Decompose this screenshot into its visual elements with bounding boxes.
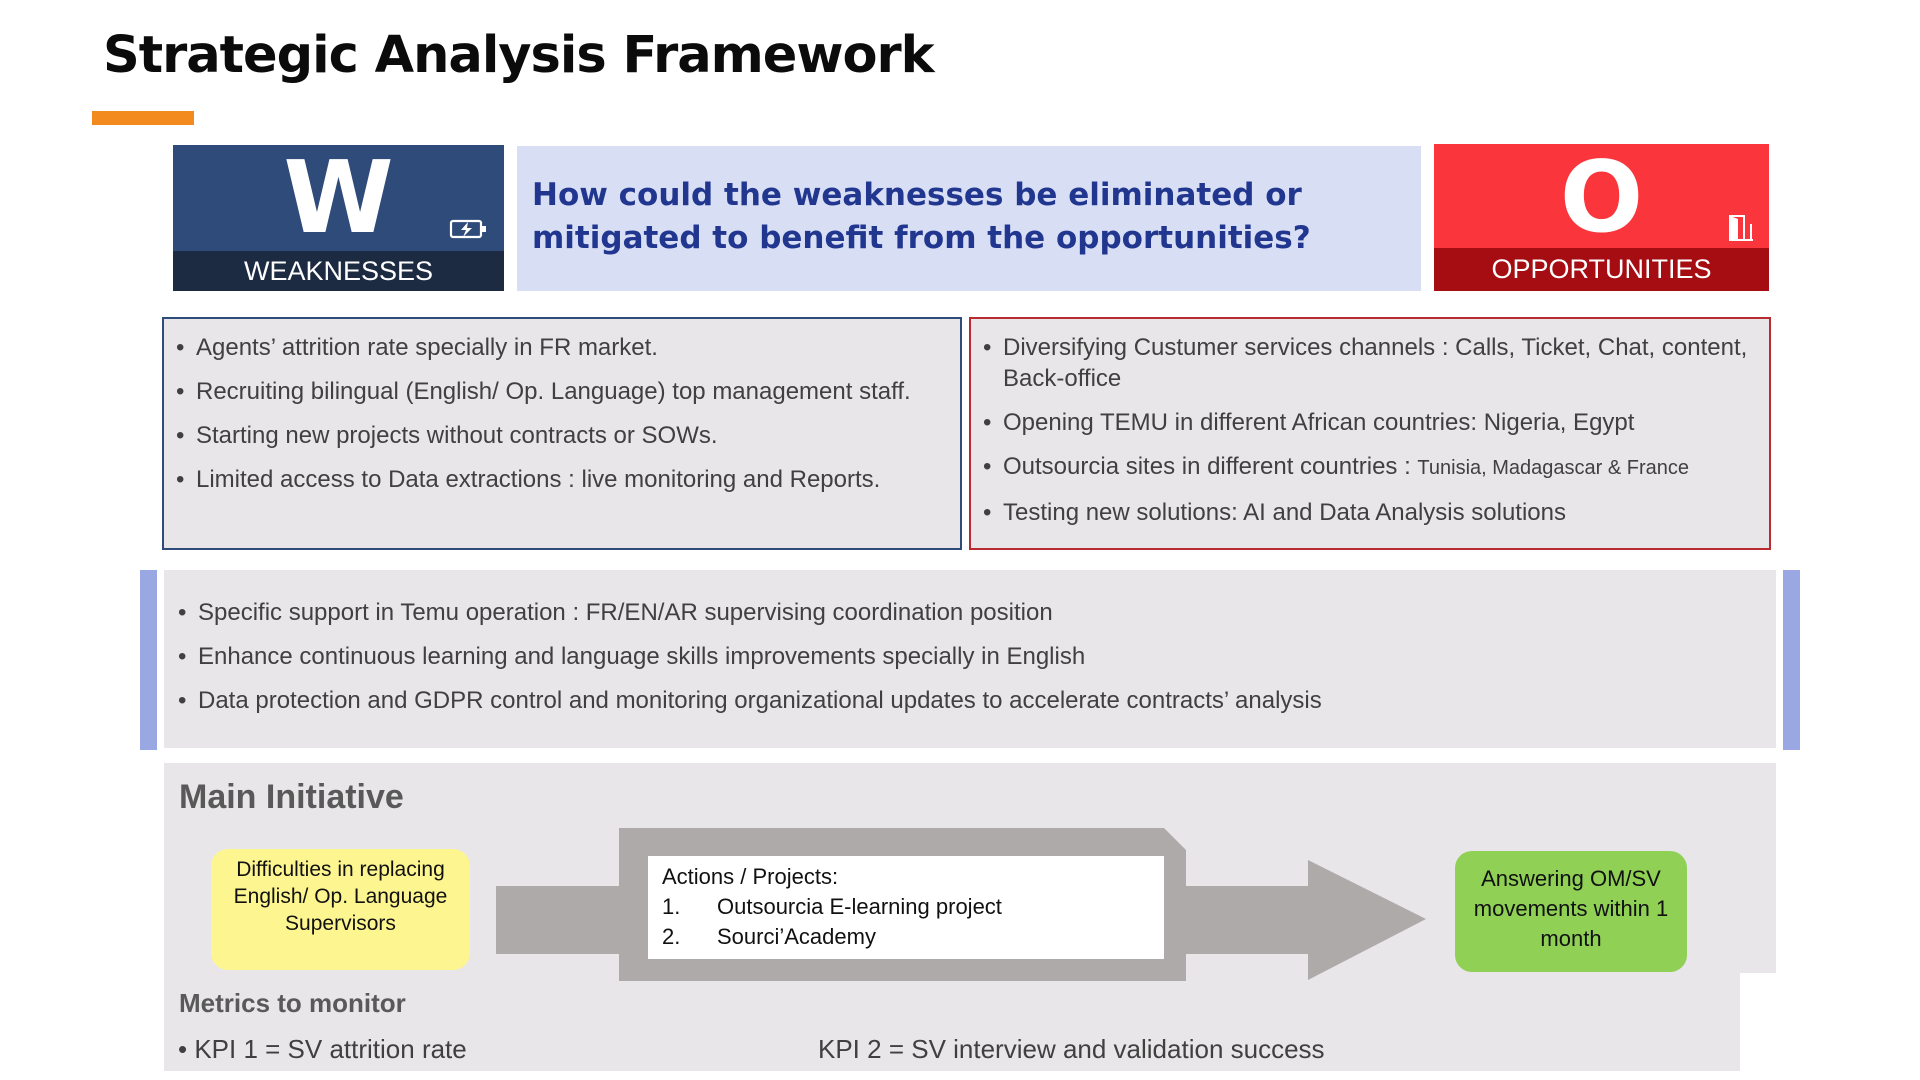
list-item: Limited access to Data extractions : liv…: [176, 464, 956, 495]
strategies-list: Specific support in Temu operation : FR/…: [178, 597, 1768, 729]
question-banner: How could the weaknesses be eliminated o…: [517, 146, 1421, 291]
door-exit-icon: [1729, 215, 1753, 241]
result-box: Answering OM/SV movements within 1 month: [1455, 851, 1687, 972]
opportunity-list: Diversifying Custumer services channels …: [983, 332, 1763, 541]
actions-box: Actions / Projects: 1. Outsourcia E-learn…: [648, 856, 1164, 959]
weakness-list-box: Agents’ attrition rate specially in FR m…: [162, 317, 962, 550]
weakness-letter: W: [283, 145, 394, 256]
action-text: Outsourcia E-learning project: [717, 894, 1002, 919]
outsourcia-sites-text: Outsourcia sites in different countries …: [1003, 453, 1418, 480]
list-item: Opening TEMU in different African countr…: [983, 407, 1763, 438]
strategy-accent-right: [1783, 570, 1800, 750]
initiative-title: Main Initiative: [179, 778, 404, 816]
action-number: 1.: [662, 894, 681, 919]
difficulty-box: Difficulties in replacing English/ Op. L…: [211, 849, 470, 970]
weakness-list: Agents’ attrition rate specially in FR m…: [176, 332, 956, 508]
opportunity-label: OPPORTUNITIES: [1434, 248, 1769, 291]
opportunity-list-box: Diversifying Custumer services channels …: [969, 317, 1771, 550]
list-item: Starting new projects without contracts …: [176, 420, 956, 451]
list-item: Recruiting bilingual (English/ Op. Langu…: [176, 376, 956, 407]
kpi-1-text: KPI 1 = SV attrition rate: [194, 1034, 467, 1064]
kpi-1: • KPI 1 = SV attrition rate: [178, 1034, 467, 1064]
list-item: Testing new solutions: AI and Data Analy…: [983, 497, 1763, 528]
action-item: 1. Outsourcia E-learning project: [662, 892, 1150, 922]
list-item: Specific support in Temu operation : FR/…: [178, 597, 1768, 628]
action-text: Sourci’Academy: [717, 924, 876, 949]
list-item: Enhance continuous learning and language…: [178, 641, 1768, 672]
metrics-title: Metrics to monitor: [179, 988, 406, 1018]
list-item: Diversifying Custumer services channels …: [983, 332, 1763, 394]
list-item: Data protection and GDPR control and mon…: [178, 685, 1768, 716]
battery-charging-icon: [449, 219, 486, 239]
actions-title: Actions / Projects:: [662, 864, 839, 889]
metrics-panel: [164, 973, 1740, 1071]
strategy-accent-left: [140, 570, 157, 750]
strategies-box: Specific support in Temu operation : FR/…: [164, 570, 1776, 748]
action-item: 2. Sourci’Academy: [662, 922, 1150, 952]
list-item: Agents’ attrition rate specially in FR m…: [176, 332, 956, 363]
outsourcia-countries-text: Tunisia, Madagascar & France: [1417, 457, 1690, 479]
question-text: How could the weaknesses be eliminated o…: [532, 177, 1311, 256]
opportunity-header: O OPPORTUNITIES: [1434, 144, 1769, 291]
page-title: Strategic Analysis Framework: [103, 26, 935, 85]
weakness-header: W WEAKNESSES: [173, 145, 504, 291]
kpi-2: KPI 2 = SV interview and validation succ…: [818, 1034, 1325, 1064]
list-item: Outsourcia sites in different countries …: [983, 451, 1763, 484]
action-number: 2.: [662, 924, 681, 949]
opportunity-letter: O: [1559, 144, 1644, 255]
title-accent-bar: [92, 111, 194, 125]
weakness-label: WEAKNESSES: [173, 251, 504, 291]
